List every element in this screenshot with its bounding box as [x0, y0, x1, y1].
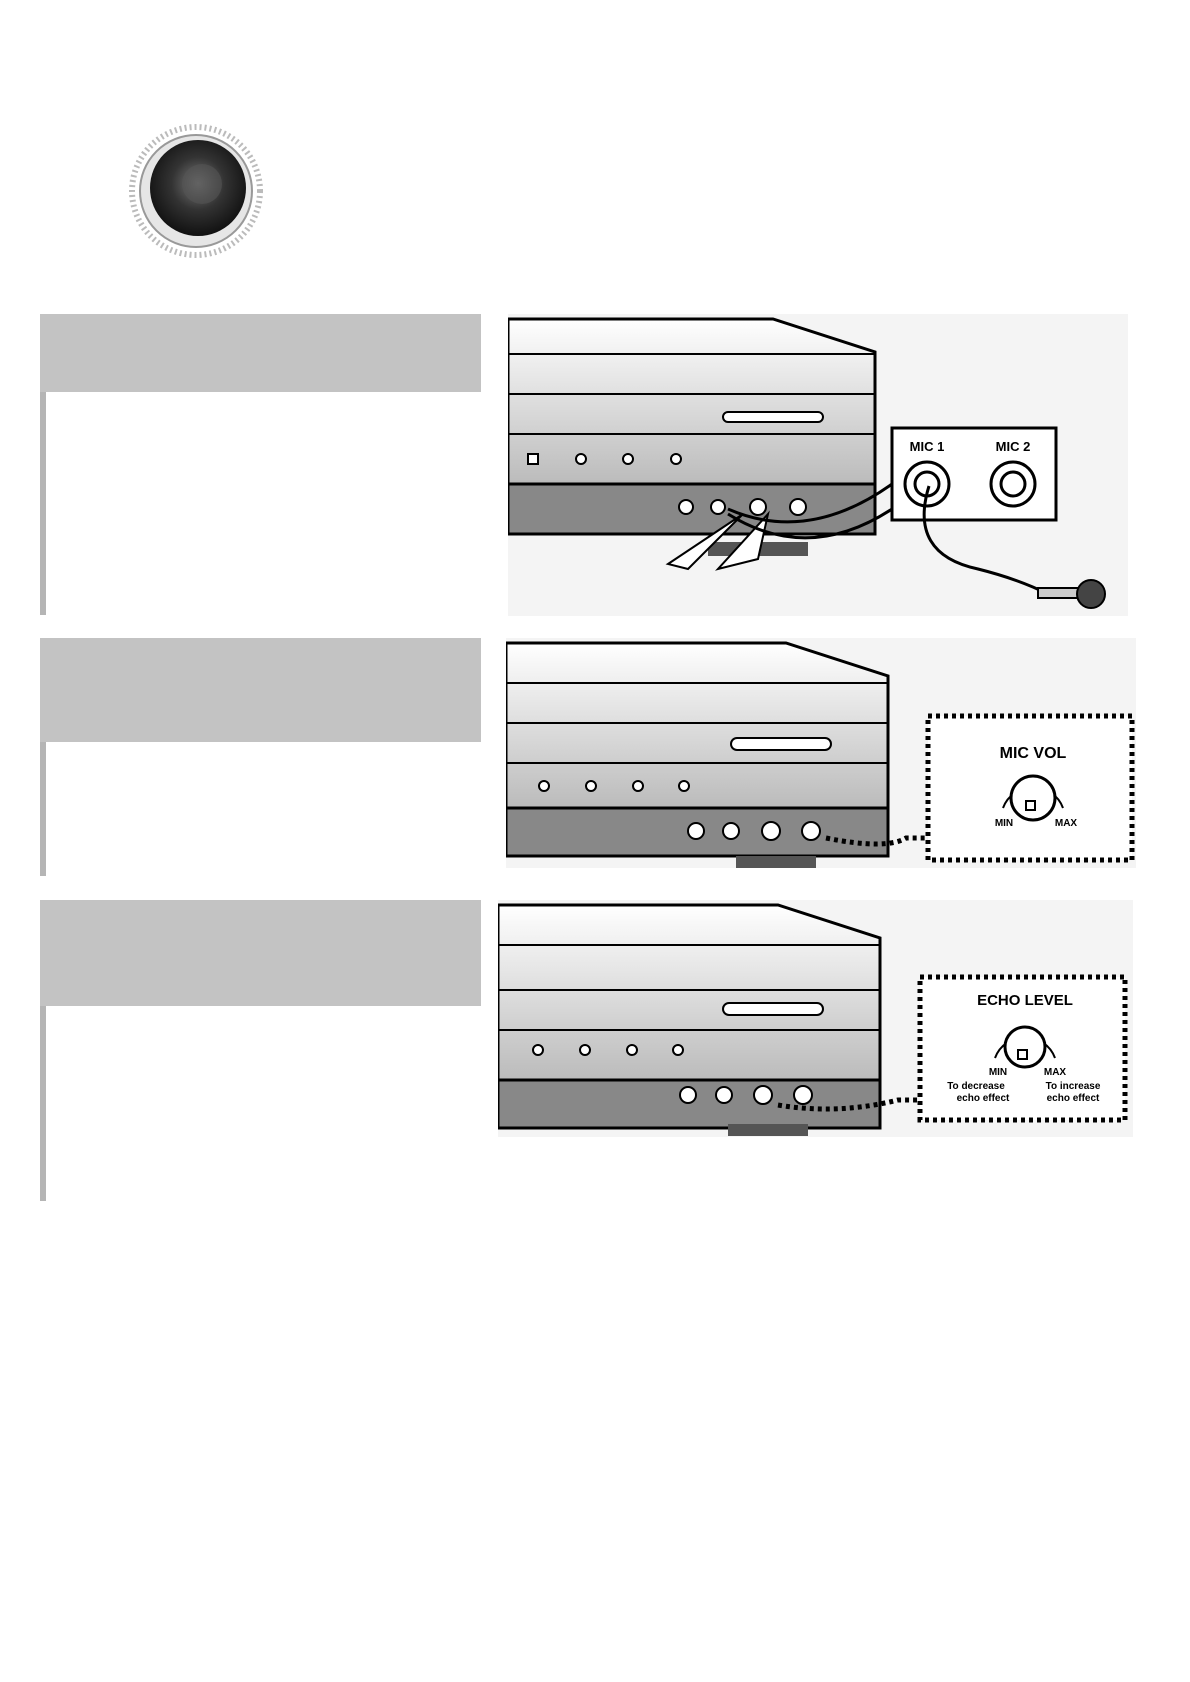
mic-cable: [922, 485, 1049, 596]
echo-min-note-line-1: To decrease: [947, 1081, 1005, 1092]
plug-arrows: [665, 510, 770, 571]
mic-vol-label: MIC VOL: [1000, 745, 1067, 762]
echo-max-note-line-2: echo effect: [1047, 1093, 1100, 1104]
microphone-icon: [1076, 579, 1106, 609]
mic-vol-min-label: MIN: [995, 818, 1013, 829]
echo-min-label: MIN: [989, 1067, 1007, 1078]
step-3-header: [40, 900, 481, 1006]
mic-vol-max-label: MAX: [1055, 818, 1078, 829]
step-1-side-bar: [40, 392, 46, 615]
mic2-label: MIC 2: [996, 439, 1031, 454]
step-2-side-bar: [40, 742, 46, 876]
mic-volume-diagram: MIC VOL MIN MAX: [504, 638, 1136, 868]
mic-vol-knob-small[interactable]: [801, 821, 821, 841]
echo-level-knob[interactable]: [1003, 1025, 1047, 1069]
echo-max-note-line-1: To increase: [1046, 1081, 1101, 1092]
echo-level-label: ECHO LEVEL: [977, 992, 1073, 1009]
unit-front-panel: [504, 641, 890, 868]
unit-front-panel: [496, 903, 882, 1136]
echo-knob-small[interactable]: [753, 1085, 773, 1105]
echo-max-label: MAX: [1044, 1067, 1067, 1078]
mic1-label: MIC 1: [910, 439, 945, 454]
echo-min-note-line-2: echo effect: [957, 1093, 1010, 1104]
unit-front-panel: [506, 317, 877, 556]
step-1-header: [40, 314, 481, 392]
speaker-icon: [128, 114, 264, 269]
mic-vol-knob[interactable]: [1009, 774, 1057, 822]
mic-connection-diagram: MIC 1 MIC 2: [506, 314, 1128, 616]
step-2-header: [40, 638, 481, 742]
echo-level-diagram: ECHO LEVEL MIN MAX To decrease echo effe…: [496, 900, 1133, 1137]
step-3-side-bar: [40, 1006, 46, 1201]
